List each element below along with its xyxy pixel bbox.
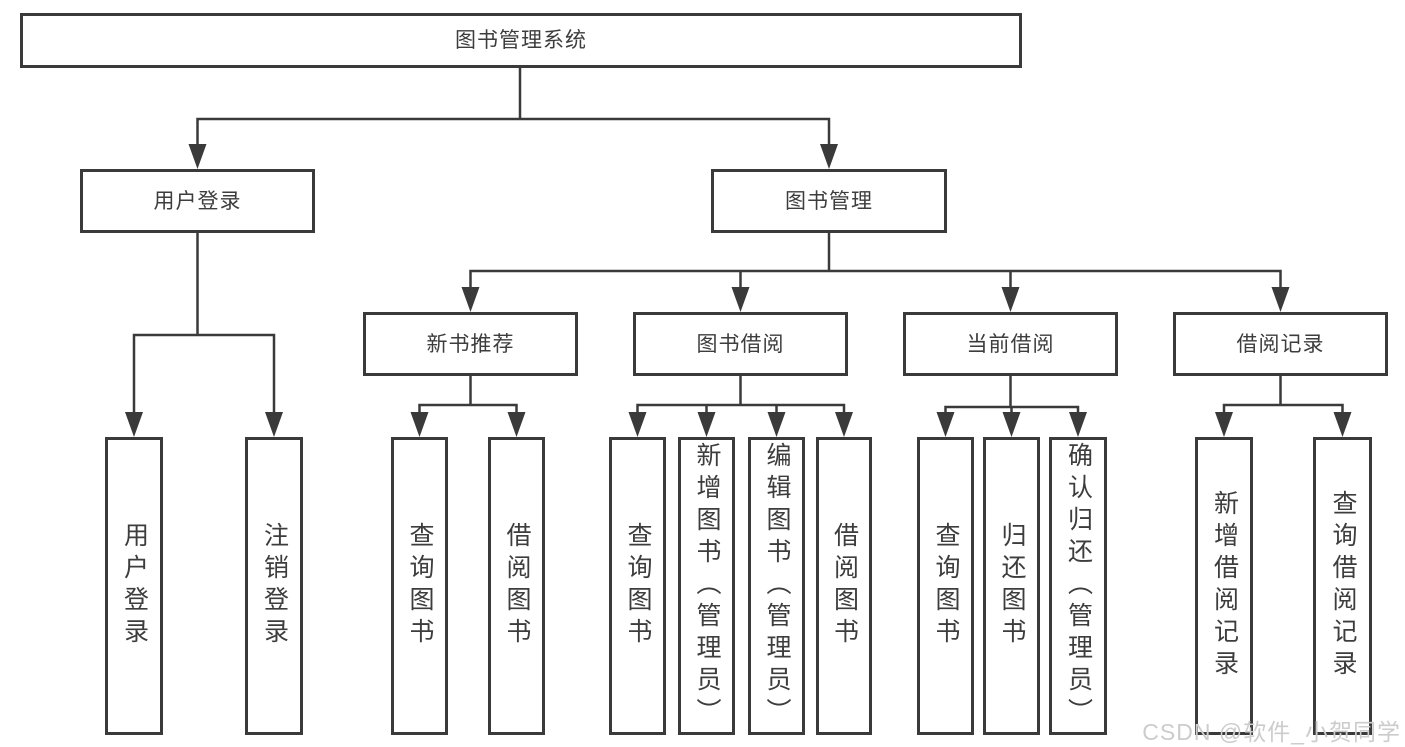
arrowhead-icon [731,287,750,312]
leaf-current-return-books: 归还图书 [983,437,1040,735]
node-new-book-recommend: 新书推荐 [363,312,578,376]
leaf-user-login: 用户登录 [105,437,163,735]
connector-user-login [132,233,276,414]
leaf-logout: 注销登录 [245,437,303,735]
node-borrowing-records: 借阅记录 [1173,312,1388,376]
leaf-records-add-record: 新增借阅记录 [1195,437,1253,735]
arrowhead-icon [1271,287,1290,312]
connector-borrowing-records [1222,376,1344,414]
node-current-borrowing: 当前借阅 [903,312,1118,376]
arrowhead-icon [265,412,283,437]
connector-new-book-recommend [418,376,518,414]
leaf-current-confirm-return-admin: 确认归还（管理员） [1049,437,1107,735]
arrowhead-icon [410,412,429,437]
watermark: CSDN @软件_小贺同学 [1142,719,1401,745]
leaf-recommend-query-books: 查询图书 [391,437,448,735]
arrowhead-icon [461,287,480,312]
leaf-borrowing-add-books-admin: 新增图书（管理员） [678,437,735,735]
leaf-recommend-borrow-books: 借阅图书 [488,437,545,735]
arrowhead-icon [936,412,955,437]
connector-book-management [469,233,1282,289]
arrowhead-icon [697,412,716,437]
leaf-records-query-record: 查询借阅记录 [1313,437,1372,735]
connector-book-borrowing [636,376,846,414]
arrowhead-icon [1215,412,1233,437]
arrowhead-icon [125,412,143,437]
leaf-borrowing-edit-books-admin: 编辑图书（管理员） [748,437,805,735]
arrowhead-icon [1333,412,1352,437]
node-book-management: 图书管理 [711,169,947,233]
node-book-borrowing: 图书借阅 [633,312,848,376]
arrowhead-icon [188,144,207,169]
node-library-management-system: 图书管理系统 [20,13,1022,68]
arrowhead-icon [835,412,853,437]
arrowhead-icon [507,412,526,437]
connector-root [196,68,831,146]
arrowhead-icon [628,412,647,437]
leaf-current-query-books: 查询图书 [917,437,974,735]
arrowhead-icon [1001,287,1020,312]
connector-current-borrowing [944,376,1080,414]
arrowhead-icon [1002,412,1021,437]
node-user-login: 用户登录 [80,169,315,233]
arrowhead-icon [767,412,786,437]
leaf-borrowing-borrow-books: 借阅图书 [816,437,872,735]
arrowhead-icon [1069,412,1087,437]
leaf-borrowing-query-books: 查询图书 [609,437,666,735]
arrowhead-icon [820,144,838,169]
